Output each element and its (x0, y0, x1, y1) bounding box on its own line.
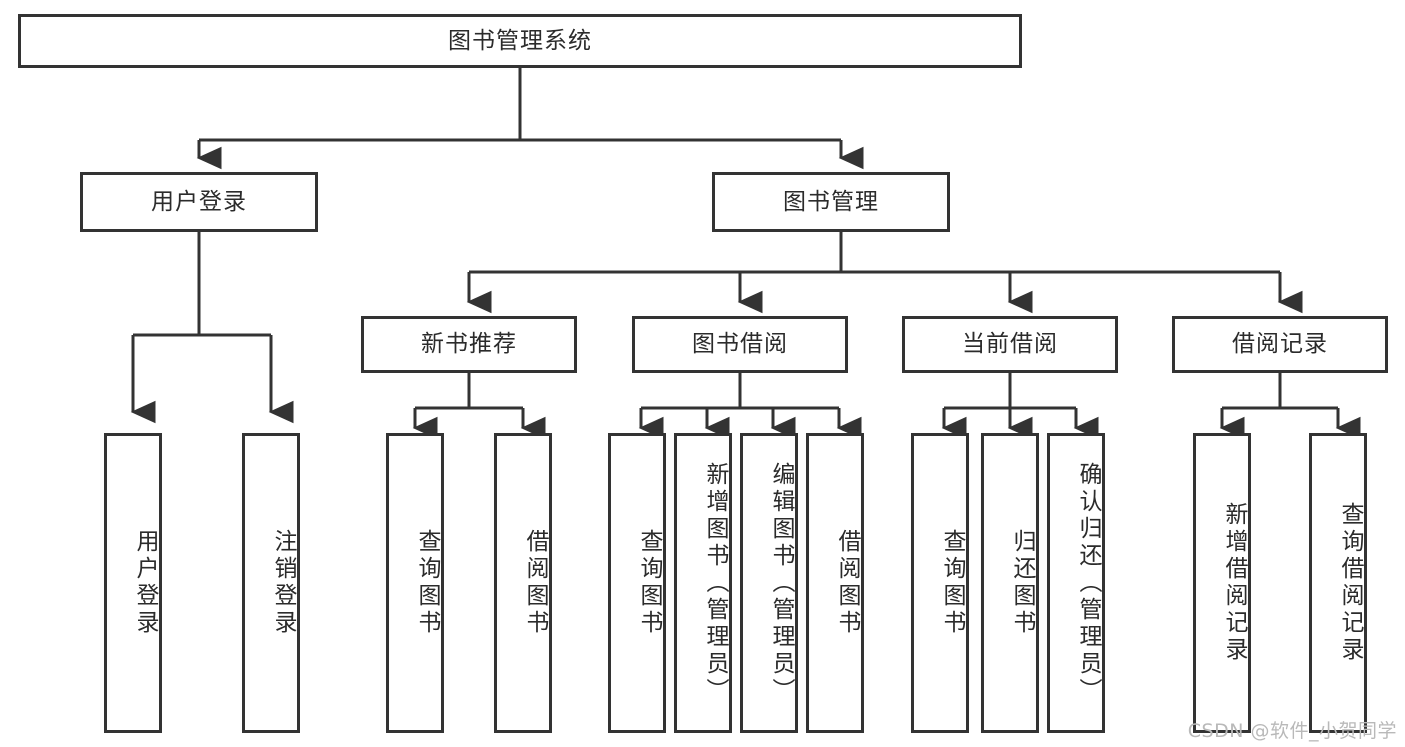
node-label: 借阅图书 (522, 529, 548, 637)
watermark-text: CSDN @软件_小贺同学 (1187, 720, 1397, 742)
node-label: 查询图书 (939, 529, 965, 637)
node-book-borrow[interactable]: 图书借阅 (632, 316, 848, 373)
node-label: 编辑图书（管理员） (768, 461, 794, 705)
node-label: 注销登录 (270, 529, 296, 637)
node-label: 查询图书 (636, 529, 662, 637)
node-label: 新增图书（管理员） (702, 461, 728, 705)
node-label: 查询图书 (414, 529, 440, 637)
node-label: 图书管理 (783, 188, 879, 215)
node-leaf-query-book-borrow[interactable]: 查询图书 (608, 433, 666, 733)
node-root-book-management-system[interactable]: 图书管理系统 (18, 14, 1022, 68)
node-leaf-query-borrow-record[interactable]: 查询借阅记录 (1309, 433, 1367, 733)
node-leaf-return-book[interactable]: 归还图书 (981, 433, 1039, 733)
node-label: 新书推荐 (421, 331, 517, 358)
node-label: 确认归还（管理员） (1075, 461, 1101, 705)
node-book-management[interactable]: 图书管理 (712, 172, 950, 232)
node-label: 新增借阅记录 (1221, 502, 1247, 664)
node-label: 借阅图书 (834, 529, 860, 637)
node-label: 用户登录 (151, 188, 247, 215)
node-leaf-add-book-admin[interactable]: 新增图书（管理员） (674, 433, 732, 733)
node-leaf-query-book-current[interactable]: 查询图书 (911, 433, 969, 733)
node-current-borrow[interactable]: 当前借阅 (902, 316, 1118, 373)
node-label: 查询借阅记录 (1337, 502, 1363, 664)
node-label: 借阅记录 (1232, 331, 1328, 358)
node-label: 当前借阅 (962, 331, 1058, 358)
node-leaf-add-borrow-record[interactable]: 新增借阅记录 (1193, 433, 1251, 733)
node-leaf-borrow-book[interactable]: 借阅图书 (806, 433, 864, 733)
node-label: 用户登录 (132, 529, 158, 637)
node-label: 归还图书 (1009, 529, 1035, 637)
node-label: 图书借阅 (692, 331, 788, 358)
node-leaf-edit-book-admin[interactable]: 编辑图书（管理员） (740, 433, 798, 733)
node-leaf-confirm-return-admin[interactable]: 确认归还（管理员） (1047, 433, 1105, 733)
node-label: 图书管理系统 (448, 27, 592, 54)
node-new-book-recommend[interactable]: 新书推荐 (361, 316, 577, 373)
node-leaf-query-book-recommend[interactable]: 查询图书 (386, 433, 444, 733)
node-borrow-record[interactable]: 借阅记录 (1172, 316, 1388, 373)
node-leaf-logout[interactable]: 注销登录 (242, 433, 300, 733)
node-leaf-user-login[interactable]: 用户登录 (104, 433, 162, 733)
node-user-login[interactable]: 用户登录 (80, 172, 318, 232)
node-leaf-borrow-book-recommend[interactable]: 借阅图书 (494, 433, 552, 733)
